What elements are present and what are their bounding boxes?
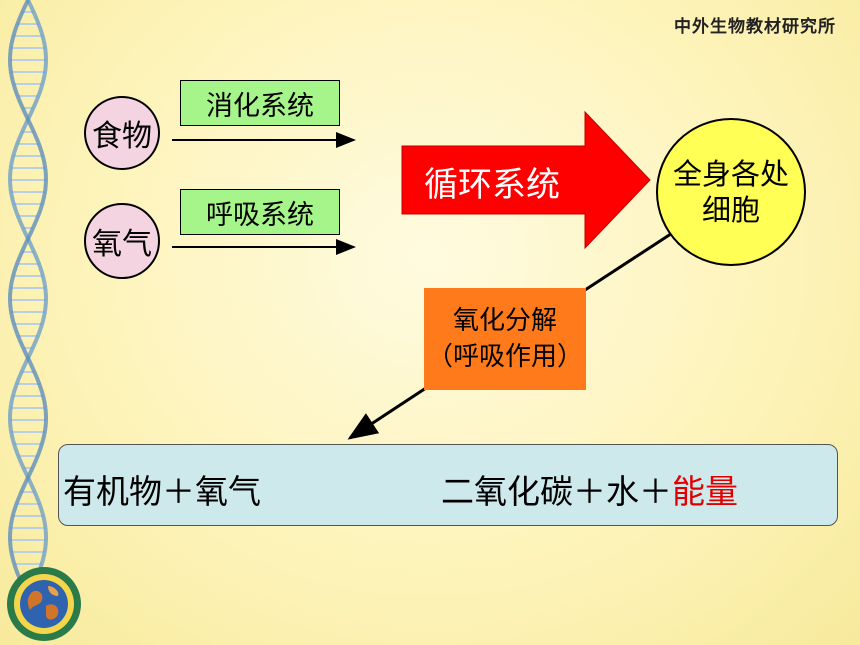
oxidation-to-equation-arrow — [347, 386, 427, 440]
body-cells-line1: 全身各处 — [672, 157, 789, 191]
digestive-system-box: 消化系统 — [180, 80, 340, 126]
food-circle: 食物 — [84, 96, 160, 170]
dna-helix-decoration — [7, 0, 49, 601]
oxidation-line1: 氧化分解 — [452, 306, 557, 336]
circulation-arrow-shape — [401, 110, 651, 250]
body-cells-circle: 全身各处 细胞 — [656, 118, 806, 266]
digestive-system-label: 消化系统 — [206, 90, 314, 122]
equation-products-text: 二氧化碳＋水＋ — [441, 472, 672, 511]
oxidation-line2: （呼吸作用） — [426, 342, 583, 372]
food-label: 食物 — [92, 119, 152, 154]
equation-box: 有机物＋氧气 二氧化碳＋水＋能量 — [58, 444, 838, 526]
oxygen-label: 氧气 — [92, 227, 152, 262]
publisher-header: 中外生物教材研究所 — [674, 17, 836, 37]
body-cells-line2: 细胞 — [701, 193, 760, 227]
oxidation-box: 氧化分解 （呼吸作用） — [424, 288, 586, 390]
circulation-system-label: 循环系统 — [424, 164, 560, 205]
respiratory-system-label: 呼吸系统 — [206, 199, 314, 231]
equation-reactants: 有机物＋氧气 — [63, 472, 261, 511]
respiratory-system-box: 呼吸系统 — [180, 189, 340, 235]
equation-energy: 能量 — [672, 472, 738, 511]
globe-logo-icon — [7, 567, 81, 641]
oxygen-circle: 氧气 — [84, 203, 160, 279]
equation-products: 二氧化碳＋水＋能量 — [441, 465, 738, 513]
cell-to-oxidation-line — [584, 226, 681, 292]
